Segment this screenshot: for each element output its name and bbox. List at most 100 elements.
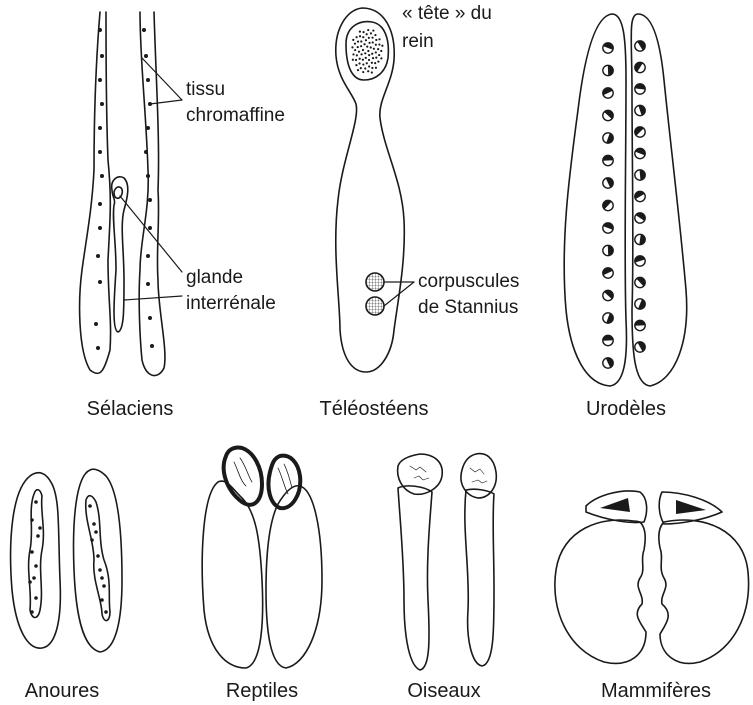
stipple-dot bbox=[372, 29, 374, 31]
stipple-dot bbox=[368, 65, 370, 67]
interrenal-dot bbox=[38, 526, 42, 530]
reptiles-right-organ bbox=[266, 486, 322, 668]
caption-selaciens: Sélaciens bbox=[87, 398, 174, 421]
chromaffin-nodule bbox=[635, 170, 646, 181]
stipple-dot bbox=[357, 69, 359, 71]
chromaffin-dot bbox=[148, 198, 152, 202]
reptiles-left-adrenal-core bbox=[234, 458, 252, 486]
caption-urodeles: Urodèles bbox=[586, 398, 666, 421]
stipple-dot bbox=[372, 57, 374, 59]
stipple-dot bbox=[375, 67, 377, 69]
interrenal-dot bbox=[100, 576, 104, 580]
chromaffin-dot bbox=[144, 150, 148, 154]
chromaffin-nodule bbox=[603, 288, 615, 300]
chromaffin-dot bbox=[96, 346, 100, 350]
caption-mammiferes: Mammifères bbox=[601, 680, 711, 703]
stipple-dot bbox=[366, 62, 368, 64]
stipple-dot bbox=[373, 48, 375, 50]
chromaffin-nodule bbox=[603, 222, 615, 234]
anoures-left-organ bbox=[11, 473, 61, 648]
stipple-dot bbox=[351, 46, 353, 48]
chromaffin-dot bbox=[146, 254, 150, 258]
chromaffin-nodule bbox=[603, 245, 613, 255]
chromaffin-nodule bbox=[603, 42, 615, 54]
chromaffin-nodule bbox=[635, 39, 647, 51]
stipple-dot bbox=[370, 32, 372, 34]
stipple-dot bbox=[368, 59, 370, 61]
stipple-dot bbox=[358, 51, 360, 53]
teleosteens-leaders bbox=[384, 282, 414, 306]
chromaffin-nodule bbox=[635, 299, 647, 311]
stipple-dot bbox=[352, 39, 354, 41]
stipple-dot bbox=[357, 40, 359, 42]
tete-du-rein-dots bbox=[351, 29, 383, 74]
reptiles-drawing bbox=[202, 447, 322, 668]
chromaffin-dot bbox=[98, 78, 102, 82]
teleosteens-kidney bbox=[336, 8, 405, 372]
interrenal-dot bbox=[90, 538, 94, 542]
stipple-dot bbox=[359, 58, 361, 60]
stipple-dot bbox=[365, 39, 367, 41]
stipple-dot bbox=[354, 49, 356, 51]
stipple-dot bbox=[360, 40, 362, 42]
stipple-dot bbox=[352, 59, 354, 61]
glande-interrenale bbox=[112, 177, 128, 332]
stipple-dot bbox=[363, 43, 365, 45]
chromaffin-nodule bbox=[633, 190, 645, 202]
interrenal-dot bbox=[92, 522, 96, 526]
stipple-dot bbox=[368, 42, 370, 44]
stipple-dot bbox=[367, 29, 369, 31]
stipple-dot bbox=[377, 48, 379, 50]
oiseaux-left-organ bbox=[398, 486, 432, 670]
chromaffin-dot bbox=[96, 254, 100, 258]
chromaffin-dot bbox=[146, 78, 150, 82]
stipple-dot bbox=[371, 53, 373, 55]
stipple-dot bbox=[375, 39, 377, 41]
stipple-dot bbox=[368, 54, 370, 56]
interrenal-dot bbox=[34, 564, 38, 568]
interrenal-dot bbox=[98, 568, 102, 572]
stipple-dot bbox=[374, 34, 376, 36]
stipple-dot bbox=[359, 31, 361, 33]
stipple-dot bbox=[375, 44, 377, 46]
stipple-dot bbox=[380, 50, 382, 52]
mammiferes-drawing bbox=[555, 491, 749, 663]
mammiferes-right-adrenal-medulla bbox=[676, 500, 706, 514]
interrenal-dot bbox=[34, 500, 38, 504]
chromaffin-nodule bbox=[601, 198, 613, 210]
stipple-dot bbox=[372, 41, 374, 43]
stipple-dot bbox=[371, 71, 373, 73]
interrenal-dot bbox=[104, 610, 108, 614]
urodeles-nodules bbox=[601, 39, 647, 368]
stipple-dot bbox=[371, 37, 373, 39]
interrenal-dot bbox=[36, 534, 40, 538]
label-de-stannius: de Stannius bbox=[418, 296, 518, 319]
urodeles-drawing bbox=[564, 14, 687, 386]
chromaffin-nodule bbox=[635, 147, 647, 159]
stipple-dot bbox=[359, 35, 361, 37]
interrenal-dot bbox=[32, 576, 36, 580]
stipple-dot bbox=[358, 62, 360, 64]
stipple-dot bbox=[367, 70, 369, 72]
interrenal-dot bbox=[30, 610, 34, 614]
stipple-dot bbox=[364, 67, 366, 69]
oiseaux-drawing bbox=[398, 454, 497, 670]
label-rein: rein bbox=[402, 30, 434, 53]
chromaffin-dot bbox=[98, 280, 102, 284]
stipple-dot bbox=[355, 59, 357, 61]
anoures-right-organ bbox=[74, 469, 122, 652]
chromaffin-dot bbox=[98, 150, 102, 154]
stipple-dot bbox=[378, 43, 380, 45]
chromaffin-dot bbox=[144, 54, 148, 58]
stipple-dot bbox=[374, 62, 376, 64]
teleosteens-drawing bbox=[336, 8, 405, 372]
stipple-dot bbox=[378, 38, 380, 40]
chromaffin-nodule bbox=[601, 86, 613, 98]
chromaffin-nodule bbox=[603, 356, 615, 368]
stipple-dot bbox=[355, 36, 357, 38]
chromaffin-nodule bbox=[635, 234, 646, 245]
reptiles-left-adrenal bbox=[224, 447, 262, 504]
stipple-dot bbox=[360, 53, 362, 55]
selaciens-left-organ bbox=[80, 12, 111, 373]
